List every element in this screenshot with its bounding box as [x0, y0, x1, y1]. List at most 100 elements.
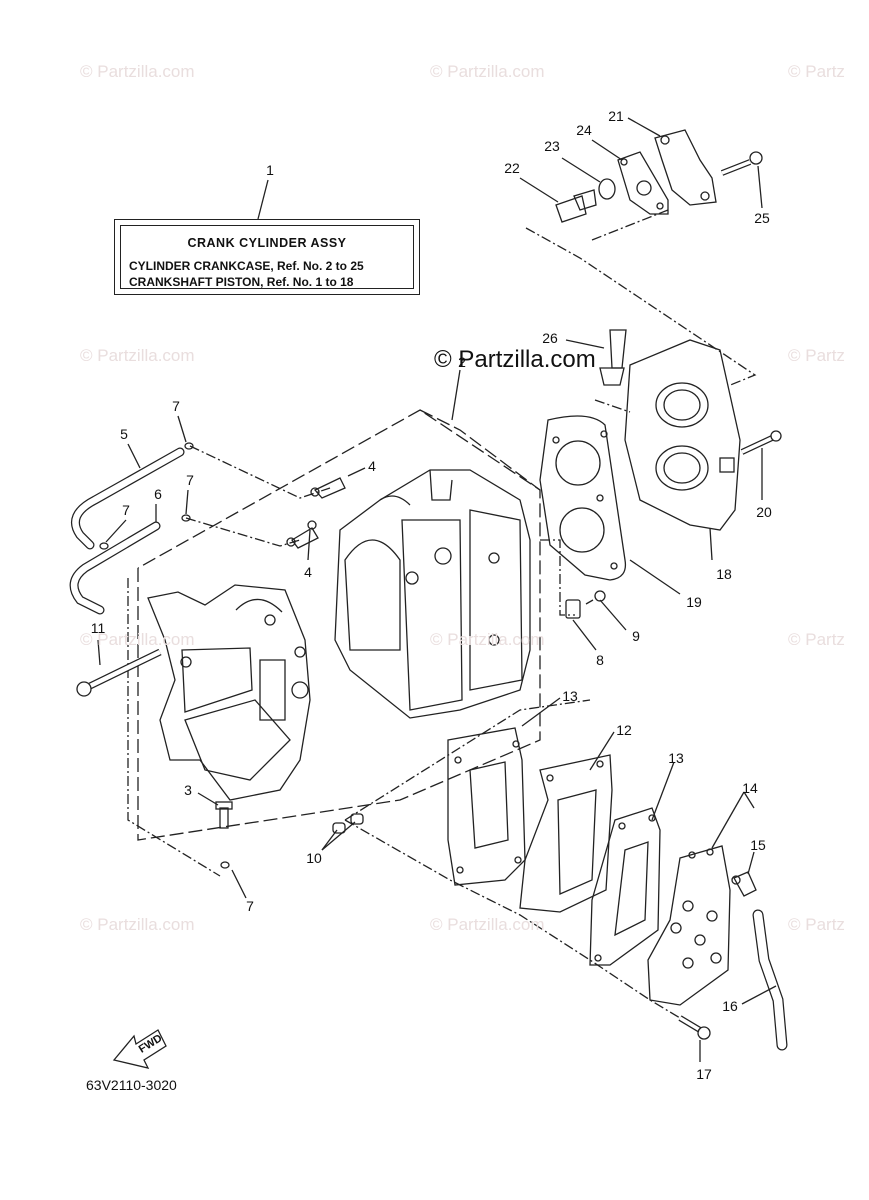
leader-21: [627, 117, 661, 137]
spark-plug-26: [599, 329, 627, 386]
plug-10a: [332, 822, 346, 834]
screw-9: [585, 590, 606, 605]
fitting-4-lower: [286, 520, 319, 549]
gasket-24: [617, 151, 669, 215]
callout-16: 16: [722, 998, 738, 1014]
leader-14a: [711, 791, 745, 849]
chain-line-left: [127, 578, 221, 877]
leader-13b: [651, 761, 675, 821]
watermark: © Partzilla.com: [80, 630, 195, 649]
leader-26: [565, 339, 605, 349]
watermark: © Partzilla.com: [80, 346, 195, 365]
leader-9: [599, 599, 627, 631]
watermark: © Partz: [788, 62, 845, 81]
fitting-4-upper: [310, 477, 346, 499]
leader-7c: [105, 519, 127, 543]
watermark: © Partz: [788, 346, 845, 365]
watermark: © Partz: [788, 630, 845, 649]
callout-9: 9: [632, 628, 640, 644]
callout-1: 1: [266, 162, 274, 178]
leader-19: [629, 559, 681, 595]
bolt-17: [678, 1015, 711, 1040]
leader-24: [591, 139, 623, 161]
leader-5: [127, 443, 141, 469]
leader-10a: [321, 829, 338, 851]
callout-7: 7: [246, 898, 254, 914]
callout-2: 2: [458, 354, 466, 370]
seal-23: [598, 178, 616, 200]
callout-22: 22: [504, 160, 520, 176]
callout-12: 12: [616, 722, 632, 738]
callout-20: 20: [756, 504, 772, 520]
callout-5: 5: [120, 426, 128, 442]
o-ring-7d: [220, 861, 230, 869]
bolt-25: [720, 151, 763, 176]
leader-10b: [321, 821, 356, 851]
chain-line-bottom: [344, 819, 701, 1031]
watermark: © Partzilla.com: [80, 915, 195, 934]
o-ring-7c: [99, 542, 109, 550]
assembly-subtitle-line-2: CRANKSHAFT PISTON, Ref. No. 1 to 18: [129, 275, 354, 289]
leader-4a: [347, 467, 366, 477]
hose-6-core: [70, 522, 160, 614]
watermark: © Partzilla.com: [430, 915, 545, 934]
watermark: © Partz: [788, 915, 845, 934]
bolt-20: [740, 430, 782, 455]
callout-15: 15: [750, 837, 766, 853]
callout-19: 19: [686, 594, 702, 610]
leader-14b: [743, 791, 755, 809]
leader-13a: [521, 697, 561, 727]
callout-3: 3: [184, 782, 192, 798]
hose-5-core: [72, 448, 184, 549]
fitting-15: [731, 871, 757, 897]
callout-11: 11: [90, 620, 106, 636]
watermark: © Partzilla.com: [430, 62, 545, 81]
diagram-part-number: 63V2110-3020: [86, 1077, 177, 1093]
leader-8: [572, 619, 597, 651]
callout-7: 7: [186, 472, 194, 488]
callout-21: 21: [608, 108, 624, 124]
o-ring-7a: [184, 442, 194, 450]
callout-23: 23: [544, 138, 560, 154]
gasket-13-left: [447, 727, 526, 886]
hose-16-core: [753, 910, 787, 1050]
callout-14: 14: [742, 780, 758, 796]
leader-11: [97, 639, 101, 666]
chain-line-8: [540, 539, 575, 616]
chain-line-top: [525, 227, 757, 387]
callout-24: 24: [576, 122, 592, 138]
leader-7b: [185, 489, 189, 515]
bolt-3: [215, 801, 233, 829]
clip-8: [565, 599, 581, 619]
o-ring-7b: [181, 514, 191, 522]
callout-17: 17: [696, 1066, 712, 1082]
cover-21: [654, 129, 717, 206]
envelope-outline-inner: [419, 409, 541, 491]
envelope-outline: [137, 409, 541, 841]
leader-25: [757, 165, 763, 209]
leader-1: [257, 179, 269, 220]
watermark: © Partzilla.com: [430, 630, 545, 649]
fwd-arrow-icon: [112, 1029, 167, 1069]
callout-7: 7: [172, 398, 180, 414]
leader-22: [519, 177, 559, 203]
leader-15: [747, 851, 755, 875]
brand-watermark: © Partzilla.com: [434, 346, 596, 373]
leader-2: [451, 369, 461, 421]
plug-10b: [350, 813, 364, 825]
head-gasket-19: [539, 415, 627, 581]
gasket-13-right: [589, 807, 661, 966]
leader-16: [741, 985, 777, 1005]
thermostat-22: [555, 189, 597, 223]
assembly-title-box: CRANK CYLINDER ASSY CYLINDER CRANKCASE, …: [114, 219, 420, 295]
callout-7: 7: [122, 502, 130, 518]
exhaust-cover-14: [647, 845, 731, 1006]
leader-23: [561, 157, 601, 183]
callout-4: 4: [368, 458, 376, 474]
leader-18: [709, 527, 713, 561]
chain-line-head: [594, 399, 631, 413]
watermark: © Partzilla.com: [80, 62, 195, 81]
exhaust-plate-12: [519, 754, 613, 913]
leader-7a: [177, 415, 187, 443]
